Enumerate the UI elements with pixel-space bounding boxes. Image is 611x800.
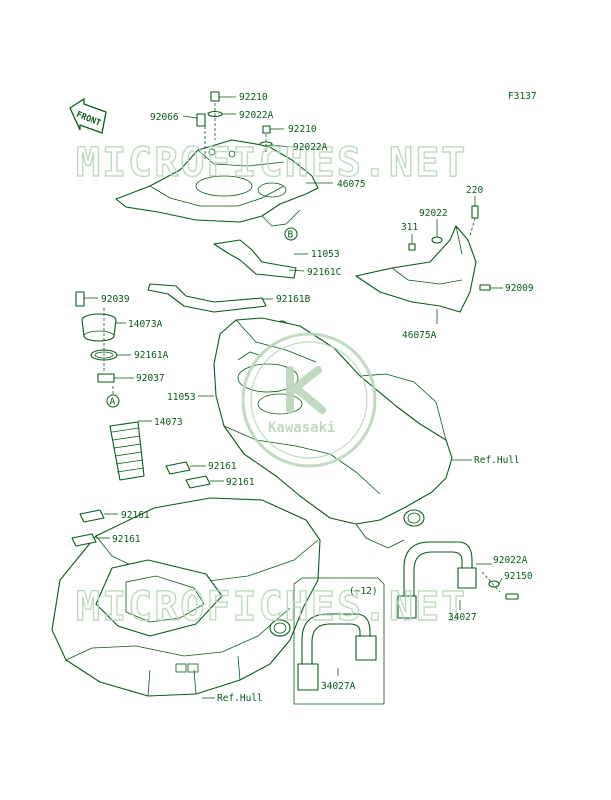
screw-220 <box>471 205 479 219</box>
callout-a-left: A <box>110 397 116 408</box>
leader-lines <box>84 96 503 699</box>
part-label: 311 <box>401 222 418 233</box>
watermark-text-bottom: MICROFICHES.NET <box>76 584 467 630</box>
filler-neck-14073A <box>81 313 117 342</box>
bolt-92150 <box>505 593 519 600</box>
part-label: 92022A <box>239 110 274 121</box>
part-label: (~12) <box>349 586 378 597</box>
part-label: 14073 <box>154 417 183 428</box>
part-label: 92161A <box>134 350 169 361</box>
clamp-92039 <box>75 291 85 307</box>
part-label: 92009 <box>505 283 534 294</box>
pad-92161-a <box>165 461 191 475</box>
hose-14073 <box>109 421 145 481</box>
part-label: 92022A <box>493 555 528 566</box>
pad-92161-b <box>185 475 211 489</box>
handle-34027A <box>297 613 377 691</box>
part-label: 92161C <box>307 267 341 278</box>
part-labels: 92210 92066 92022A 92210 92022A 46075 22… <box>101 92 534 704</box>
part-label: 92037 <box>136 373 165 384</box>
handle-34027 <box>397 541 477 619</box>
part-label: Ref.Hull <box>217 693 263 704</box>
part-label: 34027 <box>448 612 477 623</box>
screw-92009 <box>479 284 491 291</box>
part-label: 92150 <box>504 571 533 582</box>
part-label: 92066 <box>150 112 179 123</box>
watermark-text-top: MICROFICHES.NET <box>76 140 467 186</box>
clip-92066 <box>196 113 206 127</box>
side-cover-46075A <box>355 225 477 313</box>
part-label: 34027A <box>321 681 356 692</box>
part-label: 11053 <box>167 392 196 403</box>
clamp-92037 <box>97 373 115 383</box>
part-label: 46075 <box>337 179 366 190</box>
part-label: Ref.Hull <box>474 455 520 466</box>
pad-92161-c <box>79 509 105 523</box>
part-label: 92039 <box>101 294 130 305</box>
part-label: 92161 <box>226 477 255 488</box>
lower-hull <box>51 497 321 697</box>
washer-92022 <box>431 236 443 244</box>
deck-cover-46075 <box>115 139 319 227</box>
upper-hull <box>213 317 453 549</box>
part-label: 92161 <box>121 510 150 521</box>
watermark-logo-text: Kawasaki <box>268 420 335 436</box>
figure-code: F3137 <box>508 91 537 102</box>
part-label: 92022A <box>293 142 328 153</box>
part-label: 220 <box>466 185 483 196</box>
front-arrow-icon: FRONT <box>69 97 107 134</box>
part-label: 92022 <box>419 208 448 219</box>
part-label: 92161 <box>208 461 237 472</box>
part-label: 14073A <box>128 319 163 330</box>
part-label: 92161B <box>276 294 311 305</box>
part-label: 92210 <box>239 92 268 103</box>
kawasaki-logo-icon <box>241 332 377 468</box>
watermark: MICROFICHES.NET MICROFICHES.NET Kawasaki <box>75 139 467 630</box>
pad-92161-d <box>71 533 97 547</box>
nut-311 <box>408 243 416 251</box>
part-label: 92161 <box>112 534 141 545</box>
part-label: 46075A <box>402 330 437 341</box>
part-label: 92210 <box>288 124 317 135</box>
callout-b-top: B <box>288 230 294 241</box>
washer-92022A <box>488 580 500 588</box>
gasket-92161C <box>213 239 297 279</box>
part-label: 11053 <box>311 249 340 260</box>
gasket-92161B <box>147 283 267 313</box>
